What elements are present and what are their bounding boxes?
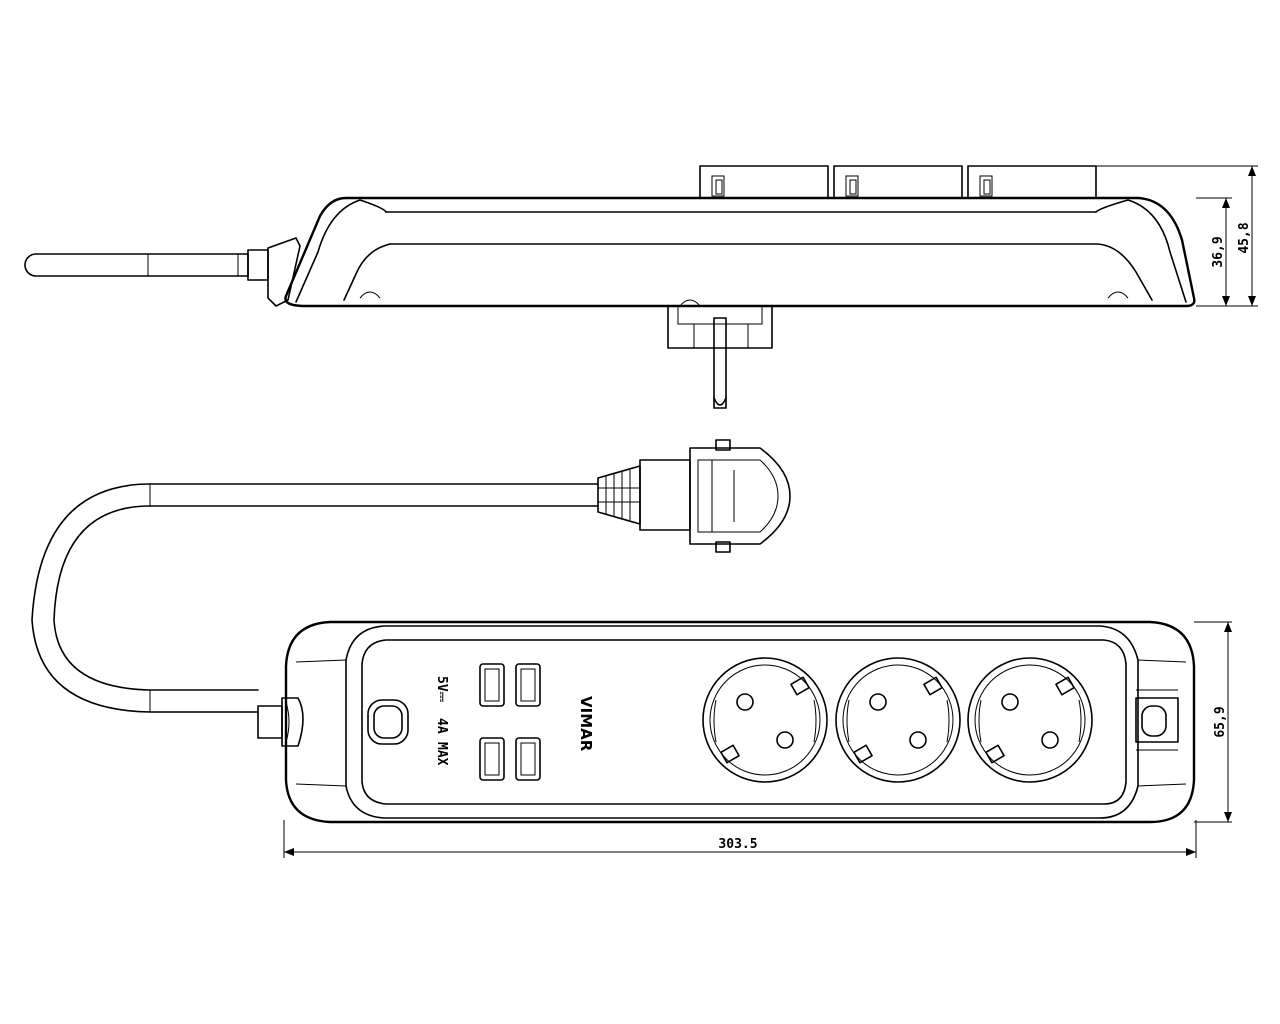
usb-voltage-label: 5V⎓: [434, 676, 449, 703]
power-button: [367, 699, 409, 745]
strip-body: [284, 620, 1196, 824]
socket-2: [835, 657, 961, 783]
side-body: [284, 196, 1196, 308]
dim-top-width: 65,9: [1213, 706, 1228, 737]
cable-entry: [257, 697, 304, 747]
top-dimensions: 65,9 303.5: [283, 621, 1232, 858]
socket-3: [967, 657, 1093, 783]
usb-port-1: [479, 663, 505, 707]
dim-top-length: 303.5: [718, 837, 757, 852]
side-plug-rod: [24, 249, 269, 281]
dim-side-total-height: 45,8: [1237, 222, 1252, 253]
side-socket-tops: [699, 165, 1097, 199]
usb-ports: [479, 663, 541, 781]
usb-port-3: [479, 737, 505, 781]
side-dimensions: 36,9 45,8: [1096, 165, 1258, 307]
usb-port-4: [515, 737, 541, 781]
usb-labels: 5V⎓ 4A MAX: [434, 676, 449, 766]
usb-current-label: 4A: [434, 718, 449, 734]
side-wall-plug: [667, 299, 773, 409]
side-view: 36,9 45,8: [24, 165, 1258, 409]
socket-1: [702, 657, 828, 783]
dim-side-body-height: 36,9: [1211, 236, 1226, 267]
cable: [31, 483, 599, 713]
angled-plug: [597, 439, 791, 553]
hanging-slot: [1135, 689, 1179, 751]
side-strain-relief: [267, 237, 301, 307]
usb-max-label: MAX: [434, 742, 449, 766]
usb-port-2: [515, 663, 541, 707]
brand-logo: VIMAR: [577, 696, 595, 752]
top-view: 5V⎓ 4A MAX VIMAR: [31, 439, 1232, 858]
